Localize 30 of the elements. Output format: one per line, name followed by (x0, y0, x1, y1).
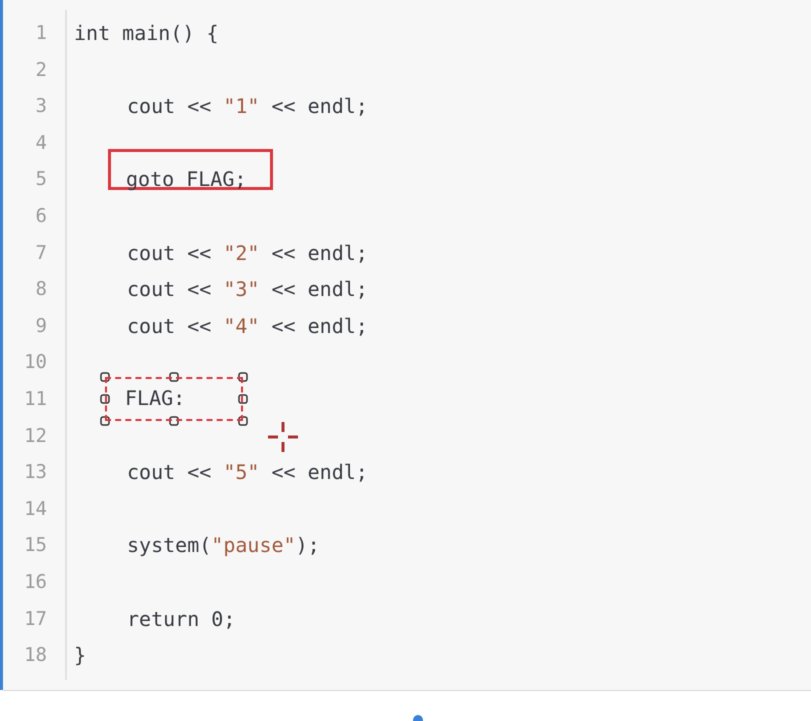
line-number: 4 (34, 130, 47, 155)
code-line: return 0; (127, 606, 236, 631)
line-number: 12 (23, 424, 47, 448)
line-number: 11 (23, 387, 47, 411)
line-number: 9 (34, 314, 47, 338)
code-line: cout << "3" << endl; (127, 277, 368, 302)
line-number: 16 (23, 570, 47, 594)
line-number: 2 (34, 58, 47, 82)
line-number: 8 (34, 277, 47, 302)
code-line: FLAG: (125, 386, 186, 410)
code-line: int main() { (74, 21, 218, 45)
line-number: 17 (23, 606, 47, 631)
line-number: 14 (23, 496, 47, 521)
highlight-box (108, 149, 273, 190)
line-number: 1 (34, 21, 47, 45)
code-line: } (74, 643, 86, 668)
line-number: 6 (34, 204, 47, 228)
code-line: cout << "5" << endl; (127, 460, 368, 484)
code-line: cout << "1" << endl; (127, 94, 368, 118)
line-number: 18 (23, 643, 47, 668)
line-number: 5 (34, 167, 47, 192)
code-line: cout << "2" << endl; (127, 240, 368, 265)
code-line: cout << "4" << endl; (127, 314, 368, 338)
line-number: 3 (34, 94, 47, 118)
line-number: 7 (34, 240, 47, 265)
line-number: 13 (23, 460, 47, 484)
line-number: 10 (23, 350, 47, 374)
code-line: goto FLAG; (126, 167, 248, 192)
code-line: system("pause"); (127, 533, 320, 558)
line-number: 15 (23, 533, 47, 558)
